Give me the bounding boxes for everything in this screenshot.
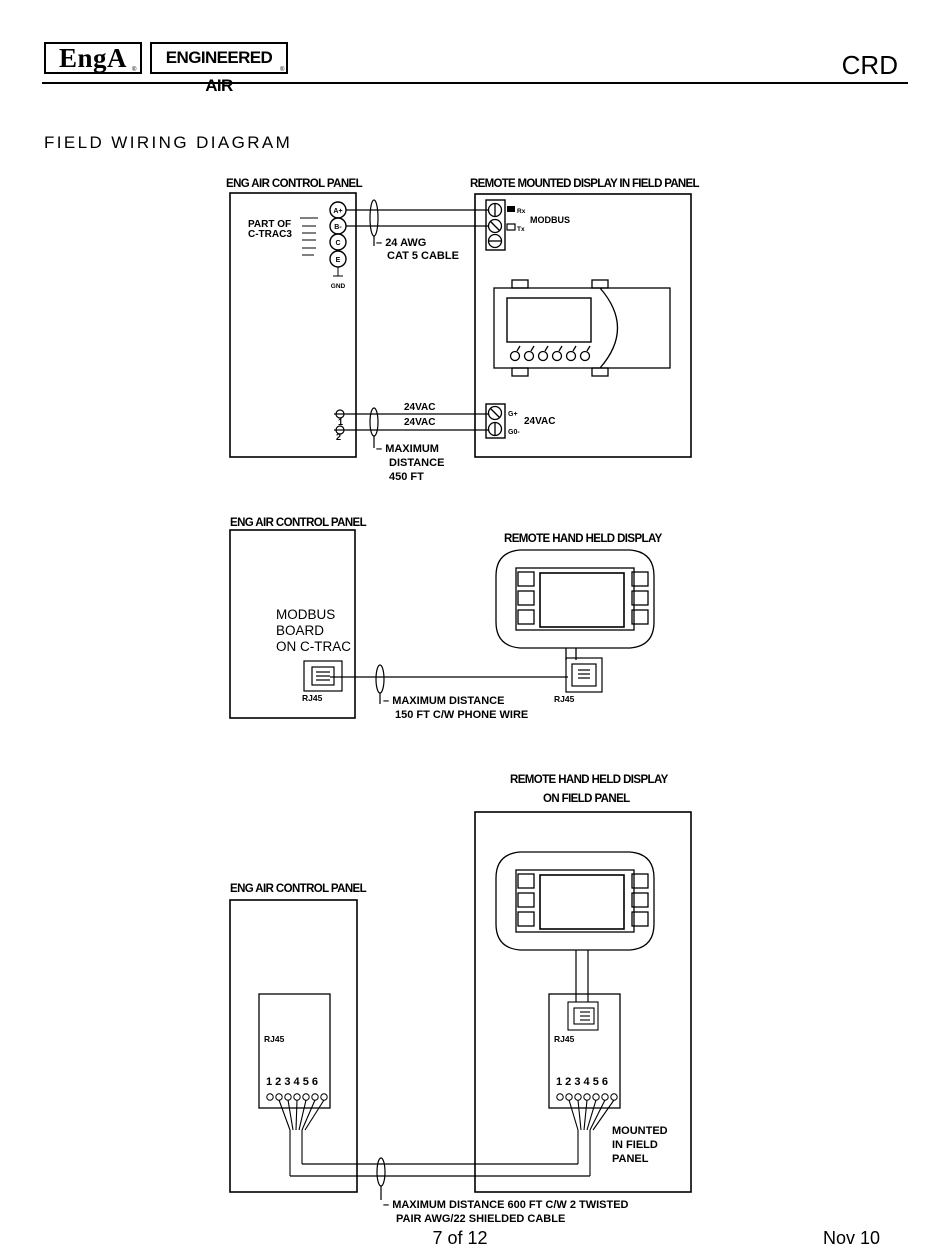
diagram-2: ENG AIR CONTROL PANEL MODBUS BOARD ON C-…: [229, 517, 663, 721]
d3-pins-left: 1 2 3 4 5 6: [266, 1076, 318, 1088]
d3-right-board: [548, 993, 621, 1109]
d3-handheld-display-icon: [495, 851, 655, 951]
diagram-1: ENG AIR CONTROL PANEL REMOTE MOUNTED DIS…: [226, 178, 700, 483]
engineered-air-logo: ENGINEERED AIR: [150, 42, 288, 95]
d1-terminal-notes: [300, 217, 318, 256]
d3-right-title-2: ON FIELD PANEL: [543, 793, 630, 805]
d1-power-cable: [346, 407, 488, 448]
g-plus-label: G+: [508, 411, 518, 418]
d3-right-pin-terminals: [556, 1093, 618, 1101]
term-1-label: 1: [338, 417, 343, 427]
d2-rj45-right-icon: [565, 657, 603, 693]
d3-twisted-pair-cable: [290, 1157, 590, 1200]
term-2-label: 2: [336, 432, 341, 442]
d1-control-panel-box: [229, 192, 357, 458]
d1-cable-type: CAT 5 CABLE: [387, 250, 459, 262]
d3-rj45-right-icon: [567, 1001, 599, 1031]
d1-part-of-label: PART OF: [248, 219, 291, 230]
d3-pins-right: 1 2 3 4 5 6: [556, 1076, 608, 1088]
d3-field-panel-box: [474, 811, 692, 1193]
d1-max-distance-2: DISTANCE: [389, 457, 444, 469]
gnd-label: GND: [331, 283, 346, 290]
diagram-3: REMOTE HAND HELD DISPLAY ON FIELD PANEL …: [229, 774, 692, 1225]
d1-right-panel-title: REMOTE MOUNTED DISPLAY IN FIELD PANEL: [470, 178, 699, 190]
g0-minus-label: G0-: [508, 429, 520, 436]
d1-vac-top: 24VAC: [404, 402, 436, 413]
logo-registered-mark-1: ®: [132, 67, 137, 73]
terminal-c: [329, 233, 347, 251]
d3-left-board: [258, 993, 331, 1109]
d1-max-distance-3: 450 FT: [389, 471, 424, 483]
d3-mounted-1: MOUNTED: [612, 1125, 668, 1137]
d1-vac-right: 24VAC: [524, 416, 556, 427]
d1-display-unit-icon: [493, 279, 671, 377]
d2-board-line1: MODBUS: [276, 607, 335, 622]
document-code: CRD: [841, 50, 898, 80]
terminal-b-label: B-: [334, 224, 342, 231]
d1-power-terminals-right: [485, 403, 506, 439]
d3-mounted-3: PANEL: [612, 1153, 649, 1165]
d2-board-line3: ON C-TRAC: [276, 639, 351, 654]
d3-max-distance-2: PAIR AWG/22 SHIELDED CABLE: [396, 1213, 565, 1225]
d1-field-panel-box: [474, 193, 692, 458]
d3-right-fanout: [568, 1099, 615, 1176]
d3-mounted-2: IN FIELD: [612, 1139, 658, 1151]
d2-rj45-right-label: RJ45: [554, 694, 575, 704]
d1-display-buttons: [509, 345, 591, 362]
d2-rj45-left-label: RJ45: [302, 693, 323, 703]
terminal-e-label: E: [336, 257, 341, 264]
page-number: 7 of 12: [432, 1228, 488, 1248]
section-title: FIELD WIRING DIAGRAM: [44, 133, 293, 152]
d2-control-panel-box: [229, 529, 356, 719]
d2-rj45-left-icon: [303, 660, 343, 692]
d2-left-panel-title: ENG AIR CONTROL PANEL: [230, 517, 367, 529]
d1-cable-awg: – 24 AWG: [376, 237, 426, 249]
tx-label: Tx: [517, 226, 525, 233]
d2-handheld-display-icon: [495, 549, 655, 660]
d3-left-fanout: [278, 1099, 325, 1176]
d1-modbus-terminals: Rx Tx: [485, 199, 526, 251]
d2-right-title: REMOTE HAND HELD DISPLAY: [504, 533, 663, 545]
terminal-a-label: A+: [333, 208, 342, 215]
d3-rj45-right-label: RJ45: [554, 1034, 575, 1044]
d2-board-line2: BOARD: [276, 623, 324, 638]
d1-ctrac3-label: C-TRAC3: [248, 229, 292, 240]
header-divider: [42, 82, 908, 84]
logo-registered-mark-2: ®: [280, 67, 285, 73]
d1-left-panel-title: ENG AIR CONTROL PANEL: [226, 178, 363, 190]
d3-right-title-1: REMOTE HAND HELD DISPLAY: [510, 774, 669, 786]
d3-max-distance-1: – MAXIMUM DISTANCE 600 FT C/W 2 TWISTED: [383, 1199, 629, 1211]
d2-phone-wire: [330, 664, 568, 704]
d2-max-distance-2: 150 FT C/W PHONE WIRE: [395, 709, 528, 721]
d3-left-panel-title: ENG AIR CONTROL PANEL: [230, 883, 367, 895]
d1-modbus-label: MODBUS: [530, 215, 570, 225]
d2-max-distance-1: – MAXIMUM DISTANCE: [383, 695, 504, 707]
d1-cat5-cable: [346, 199, 488, 246]
d1-power-terminals-left: [334, 409, 346, 435]
enga-logo: EngA: [44, 42, 142, 74]
d3-display-cable: [575, 950, 589, 1002]
d1-terminal-block: A+ B- C E GND: [329, 201, 347, 290]
d1-max-distance-1: – MAXIMUM: [376, 443, 439, 455]
revision-date: Nov 10: [822, 1228, 880, 1248]
d3-control-panel-box: [229, 899, 358, 1193]
d3-left-pin-terminals: [266, 1093, 328, 1101]
d1-vac-bottom: 24VAC: [404, 417, 436, 428]
terminal-c-label: C: [335, 240, 340, 247]
rx-label: Rx: [517, 208, 526, 215]
d3-rj45-left-label: RJ45: [264, 1034, 285, 1044]
